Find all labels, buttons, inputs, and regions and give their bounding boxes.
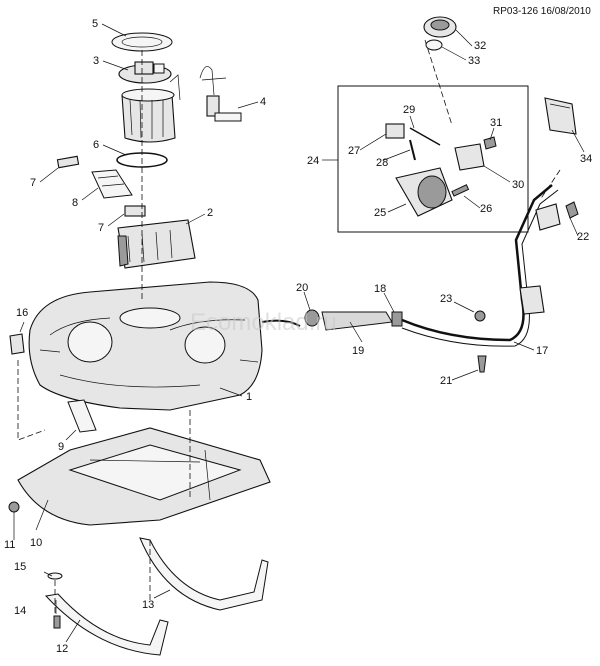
callout-23: 23 bbox=[440, 293, 452, 305]
small-part-7-lower bbox=[124, 205, 146, 217]
housing-25 bbox=[395, 167, 453, 217]
callout-4: 4 bbox=[260, 96, 266, 108]
small-part-7-upper bbox=[56, 155, 80, 169]
tether-33 bbox=[425, 39, 443, 51]
callout-21: 21 bbox=[440, 375, 452, 387]
callout-25: 25 bbox=[374, 207, 386, 219]
callout-15: 15 bbox=[14, 561, 26, 573]
callout-12: 12 bbox=[56, 643, 68, 655]
bolt-14 bbox=[53, 615, 61, 629]
rod-28 bbox=[409, 139, 416, 161]
callout-26: 26 bbox=[480, 203, 492, 215]
canister-2 bbox=[117, 219, 196, 269]
hinge-30 bbox=[454, 143, 485, 171]
watermark: Ecomoklad.ru bbox=[190, 309, 337, 336]
strap-12 bbox=[45, 593, 169, 656]
callout-6: 6 bbox=[93, 139, 99, 151]
callout-24: 24 bbox=[307, 155, 319, 167]
fuel-pump-body bbox=[121, 74, 181, 143]
skid-plate-10 bbox=[17, 427, 271, 526]
callout-33: 33 bbox=[468, 55, 480, 67]
callout-17: 17 bbox=[536, 345, 548, 357]
bolt-21 bbox=[477, 355, 487, 373]
heat-shield-9 bbox=[67, 399, 97, 433]
sender-unit-4 bbox=[199, 66, 242, 122]
callout-34: 34 bbox=[580, 153, 592, 165]
callout-7-lower: 7 bbox=[98, 222, 104, 234]
screw-26 bbox=[451, 184, 470, 197]
lock-ring-5 bbox=[111, 32, 173, 52]
clamp-20 bbox=[304, 309, 320, 327]
callout-14: 14 bbox=[14, 605, 26, 617]
washer-15 bbox=[47, 572, 63, 580]
diagram-reference: RP03-126 16/08/2010 bbox=[493, 6, 591, 17]
callout-1: 1 bbox=[246, 391, 252, 403]
callout-10: 10 bbox=[30, 537, 42, 549]
callout-19: 19 bbox=[352, 345, 364, 357]
pump-flange-3 bbox=[118, 61, 172, 84]
cable-29 bbox=[409, 127, 441, 146]
callout-29: 29 bbox=[403, 104, 415, 116]
callout-labels: 5 3 4 6 7 8 7 2 1 9 10 11 12 13 14 15 16… bbox=[4, 18, 592, 655]
callout-2: 2 bbox=[207, 207, 213, 219]
fuel-cap-32 bbox=[423, 16, 457, 38]
callout-7-upper: 7 bbox=[30, 177, 36, 189]
fuel-door-assembly-box-24 bbox=[337, 85, 529, 233]
clip-16 bbox=[9, 333, 25, 355]
callout-5: 5 bbox=[92, 18, 98, 30]
callout-16: 16 bbox=[16, 307, 28, 319]
nut-11 bbox=[8, 501, 20, 513]
bolt-22 bbox=[565, 201, 579, 219]
clip-31 bbox=[483, 136, 497, 150]
leader-lines bbox=[13, 23, 585, 643]
callout-13: 13 bbox=[142, 599, 154, 611]
callout-20: 20 bbox=[296, 282, 308, 294]
callout-27: 27 bbox=[348, 145, 360, 157]
filler-pipe-17 bbox=[401, 184, 561, 347]
callout-31: 31 bbox=[490, 117, 502, 129]
fuel-door-34 bbox=[544, 97, 577, 135]
strap-13 bbox=[139, 537, 269, 611]
shield-8 bbox=[91, 169, 133, 199]
callout-18: 18 bbox=[374, 283, 386, 295]
actuator-27 bbox=[385, 123, 405, 139]
fuel-tank-1 bbox=[28, 281, 263, 411]
callout-28: 28 bbox=[376, 157, 388, 169]
callout-3: 3 bbox=[93, 55, 99, 67]
callout-8: 8 bbox=[72, 197, 78, 209]
callout-32: 32 bbox=[474, 40, 486, 52]
callout-22: 22 bbox=[577, 231, 589, 243]
clamp-18 bbox=[391, 311, 403, 327]
nut-23 bbox=[474, 310, 486, 322]
callout-11: 11 bbox=[4, 539, 15, 551]
callout-9: 9 bbox=[58, 441, 64, 453]
callout-30: 30 bbox=[512, 179, 524, 191]
